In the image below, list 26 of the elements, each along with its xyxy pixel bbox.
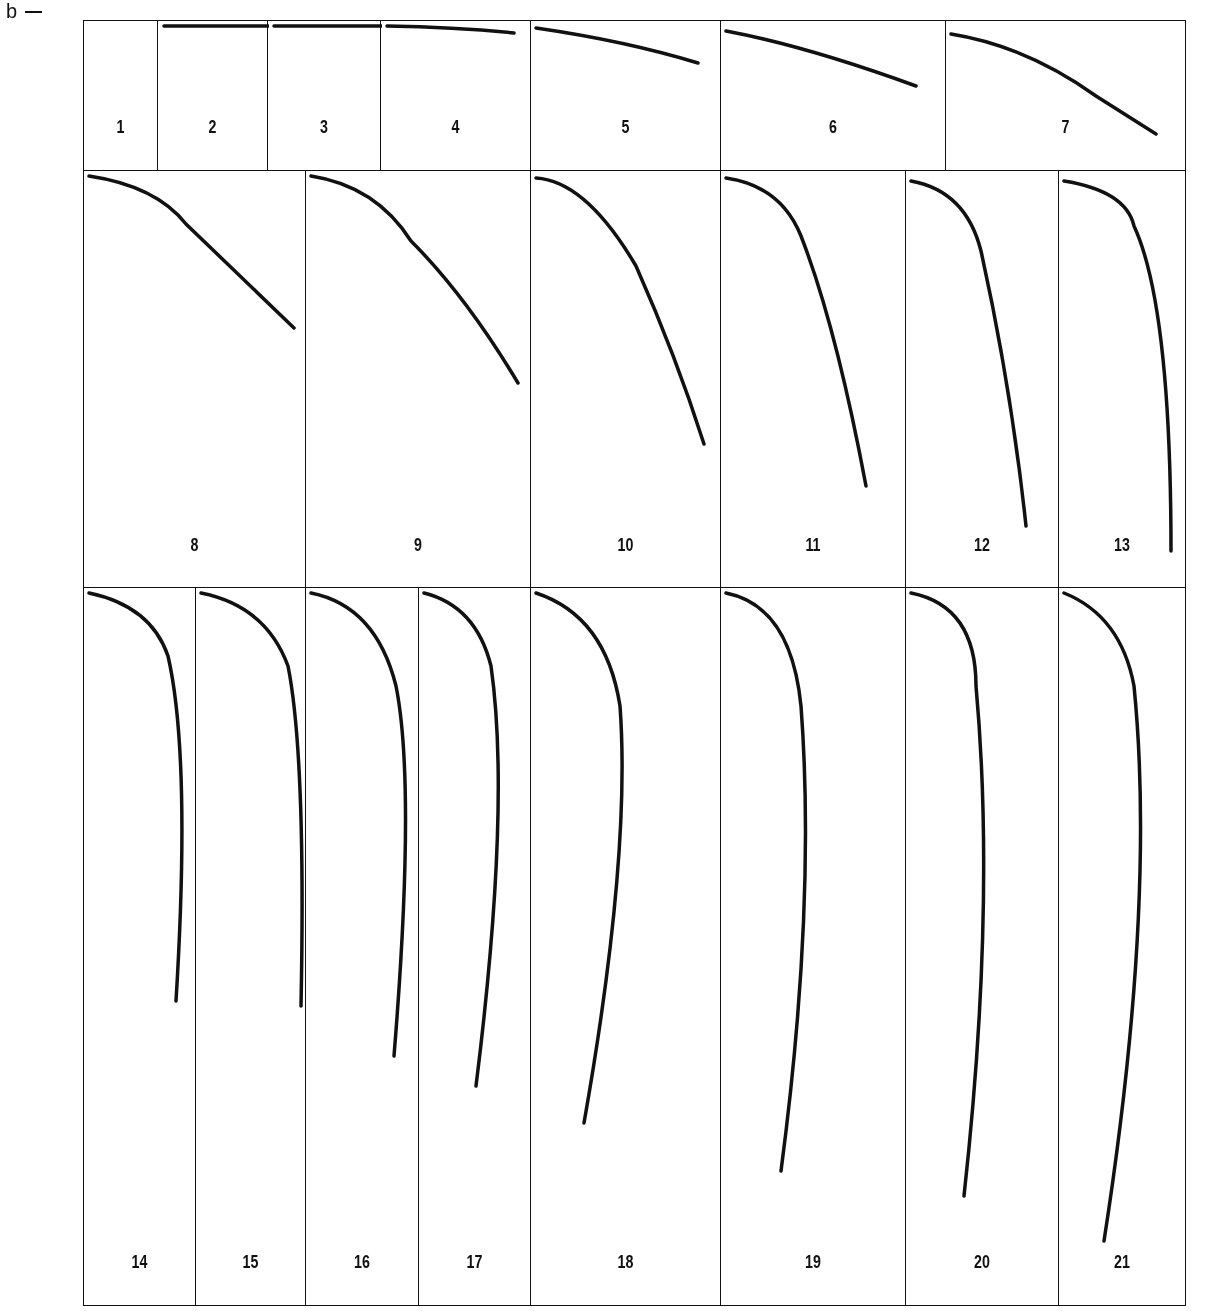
panel-number: 9	[414, 534, 422, 556]
panel-number: 5	[621, 116, 630, 138]
panel-number: 7	[1061, 116, 1070, 138]
panel-box	[83, 587, 196, 1306]
panel-number: 12	[974, 534, 990, 556]
panel-number: 13	[1114, 534, 1130, 556]
panel-number: 21	[1114, 1251, 1130, 1273]
panel-number: 19	[805, 1251, 821, 1273]
panel-number: 20	[974, 1251, 990, 1273]
panel-number: 4	[451, 116, 460, 138]
panel-box	[1058, 587, 1186, 1306]
panel-number: 11	[805, 534, 821, 556]
panel-number: 14	[131, 1251, 148, 1273]
panel-box	[945, 20, 1186, 171]
panel-number: 17	[466, 1251, 483, 1273]
panel-box	[83, 20, 158, 171]
panel-number: 15	[242, 1251, 259, 1273]
panel-number: 6	[829, 116, 837, 138]
panel-number: 16	[354, 1251, 370, 1273]
panel-letter: b	[6, 0, 18, 23]
panel-number: 3	[320, 116, 328, 138]
panel-number: 8	[190, 534, 199, 556]
panel-number: 1	[116, 116, 125, 138]
panel-number: 10	[617, 534, 634, 556]
panel-number: 18	[617, 1251, 634, 1273]
panel-number: 2	[208, 116, 217, 138]
